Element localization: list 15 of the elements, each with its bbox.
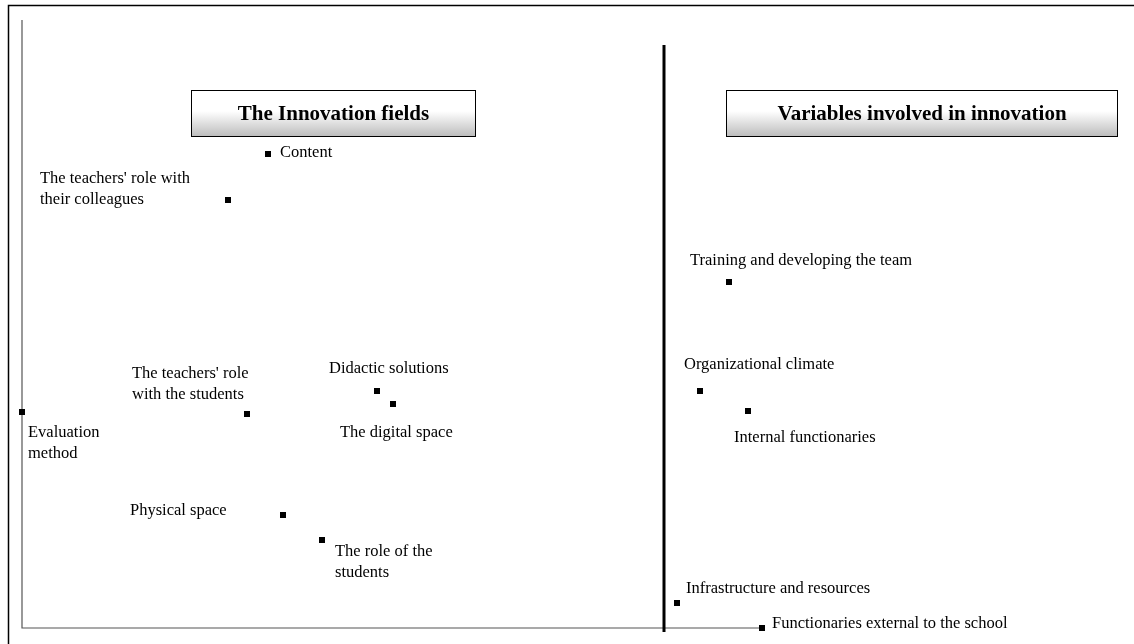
point-label: The teachers' role with their colleagues — [40, 167, 192, 209]
point-label: Organizational climate — [684, 353, 836, 374]
point-label: The digital space — [340, 421, 454, 442]
point-label: Didactic solutions — [329, 357, 450, 378]
point-label: Physical space — [130, 499, 228, 520]
point-label: Content — [280, 141, 334, 162]
point-label: The role of the students — [335, 540, 434, 582]
point-label: Training and developing the team — [690, 249, 914, 270]
point-label: Internal functionaries — [734, 426, 877, 447]
heading-box: Variables involved in innovation — [726, 90, 1118, 137]
point-label: The teachers' role with the students — [132, 362, 250, 404]
point-label: Infrastructure and resources — [686, 577, 872, 598]
point-label: Evaluation method — [28, 421, 101, 463]
heading-box: The Innovation fields — [191, 90, 476, 137]
point-label: Functionaries external to the school — [772, 612, 1009, 633]
